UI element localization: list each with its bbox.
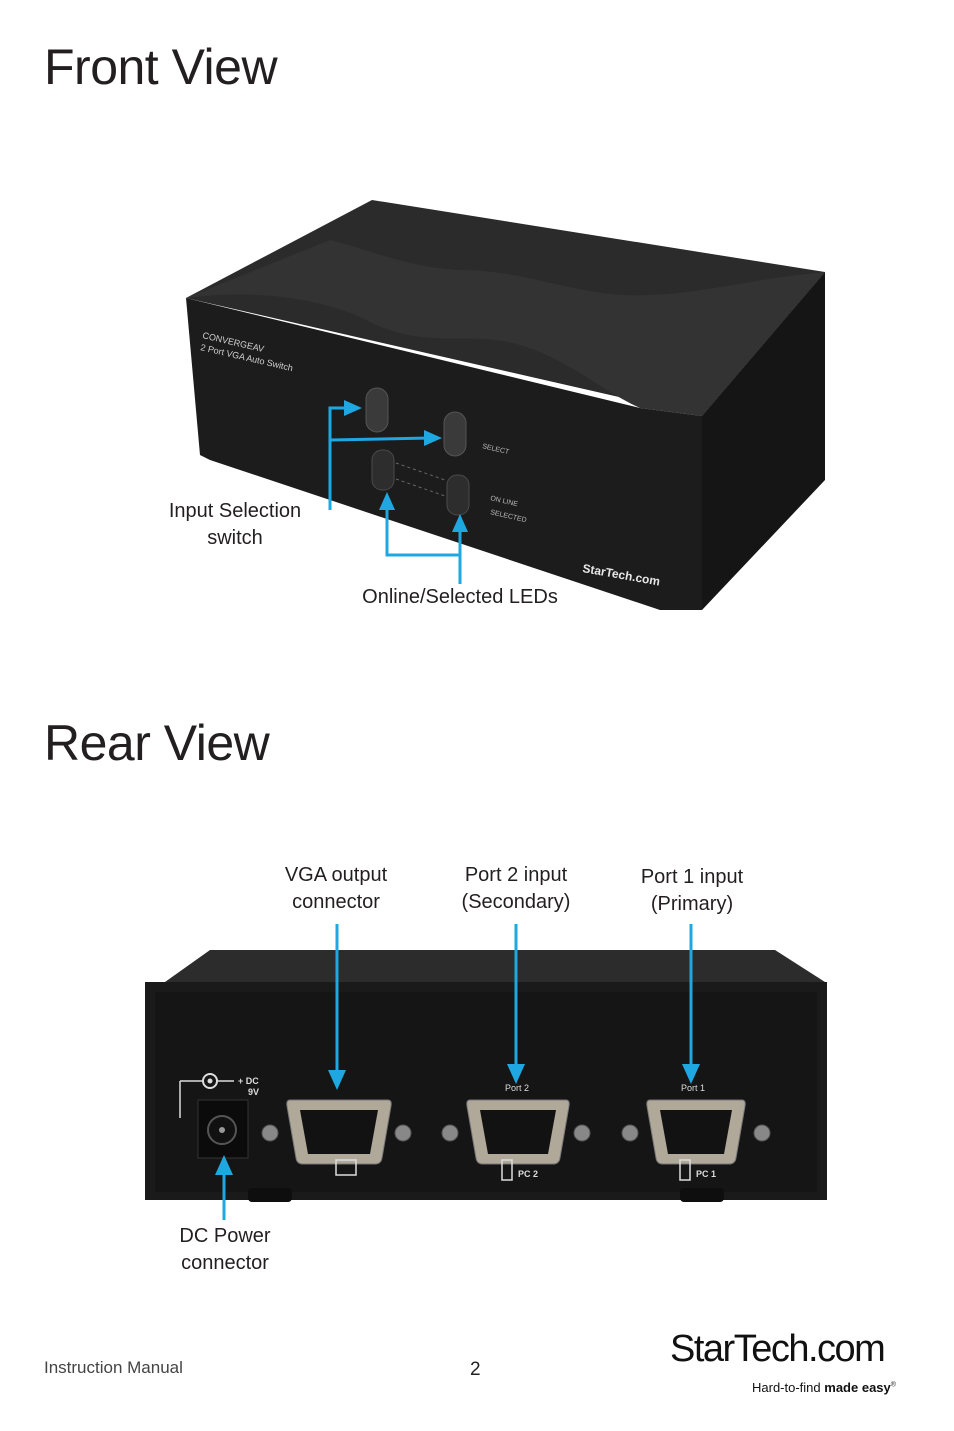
monitor-icon	[335, 1159, 357, 1176]
footer-startech-logo: StarTech.com Hard-to-find made easy®	[670, 1328, 920, 1398]
dc-power-callout: DC Power connector	[179, 1225, 271, 1274]
arrow-head	[379, 492, 395, 510]
dc-label: + DC	[238, 1076, 259, 1086]
arrow-head	[452, 514, 468, 532]
rear-callout-arrows	[222, 924, 693, 1220]
front-device-lid	[186, 240, 825, 416]
port1-select-button	[365, 387, 389, 433]
arrow-head	[215, 1155, 233, 1175]
logo-tagline: Hard-to-find made easy®	[752, 1380, 896, 1395]
front-device-face	[186, 298, 702, 610]
port2-select-button	[443, 411, 467, 457]
rear-device-top	[165, 950, 825, 982]
pc2-label: PC 2	[518, 1169, 538, 1179]
vga-output-callout: VGA output connector	[284, 864, 388, 913]
front-view-figure: CONVERGEAV 2 Port VGA Auto Switch SELECT…	[186, 200, 825, 610]
pc1-icon	[679, 1159, 691, 1181]
arrow-head	[424, 430, 442, 446]
dc-voltage: 9V	[248, 1087, 259, 1097]
port1-label: Port 1	[681, 1083, 705, 1093]
front-device-side	[702, 272, 825, 610]
rear-view-heading: Rear View	[44, 715, 270, 771]
leds-callout: Online/Selected LEDs	[362, 586, 558, 608]
logo-wordmark: StarTech.com	[670, 1328, 886, 1370]
arrow-head	[328, 1070, 346, 1090]
port2-label: Port 2	[505, 1083, 529, 1093]
port2-input-callout: Port 2 input (Secondary)	[461, 864, 571, 913]
arrow-head	[682, 1064, 700, 1084]
pc1-label: PC 1	[696, 1169, 716, 1179]
port1-vga-input	[621, 1099, 771, 1165]
arrow-head	[507, 1064, 525, 1084]
port2-vga-input	[441, 1099, 591, 1165]
rear-view-figure: + DC 9V Port 2 PC 2 Port 1 PC 1	[145, 924, 827, 1220]
input-selection-callout: Input Selection switch	[168, 500, 302, 549]
vga-output-port	[261, 1099, 412, 1165]
port2-led-housing	[446, 474, 470, 516]
arrow-head	[344, 400, 362, 416]
pc2-icon	[501, 1159, 513, 1181]
front-view-heading: Front View	[44, 39, 278, 95]
port1-input-callout: Port 1 input (Primary)	[640, 866, 744, 915]
page-number: 2	[470, 1359, 481, 1380]
led-arrows	[385, 505, 462, 584]
port1-led-housing	[371, 449, 395, 491]
footer-manual-label: Instruction Manual	[44, 1358, 183, 1377]
input-selection-arrows	[328, 406, 431, 510]
